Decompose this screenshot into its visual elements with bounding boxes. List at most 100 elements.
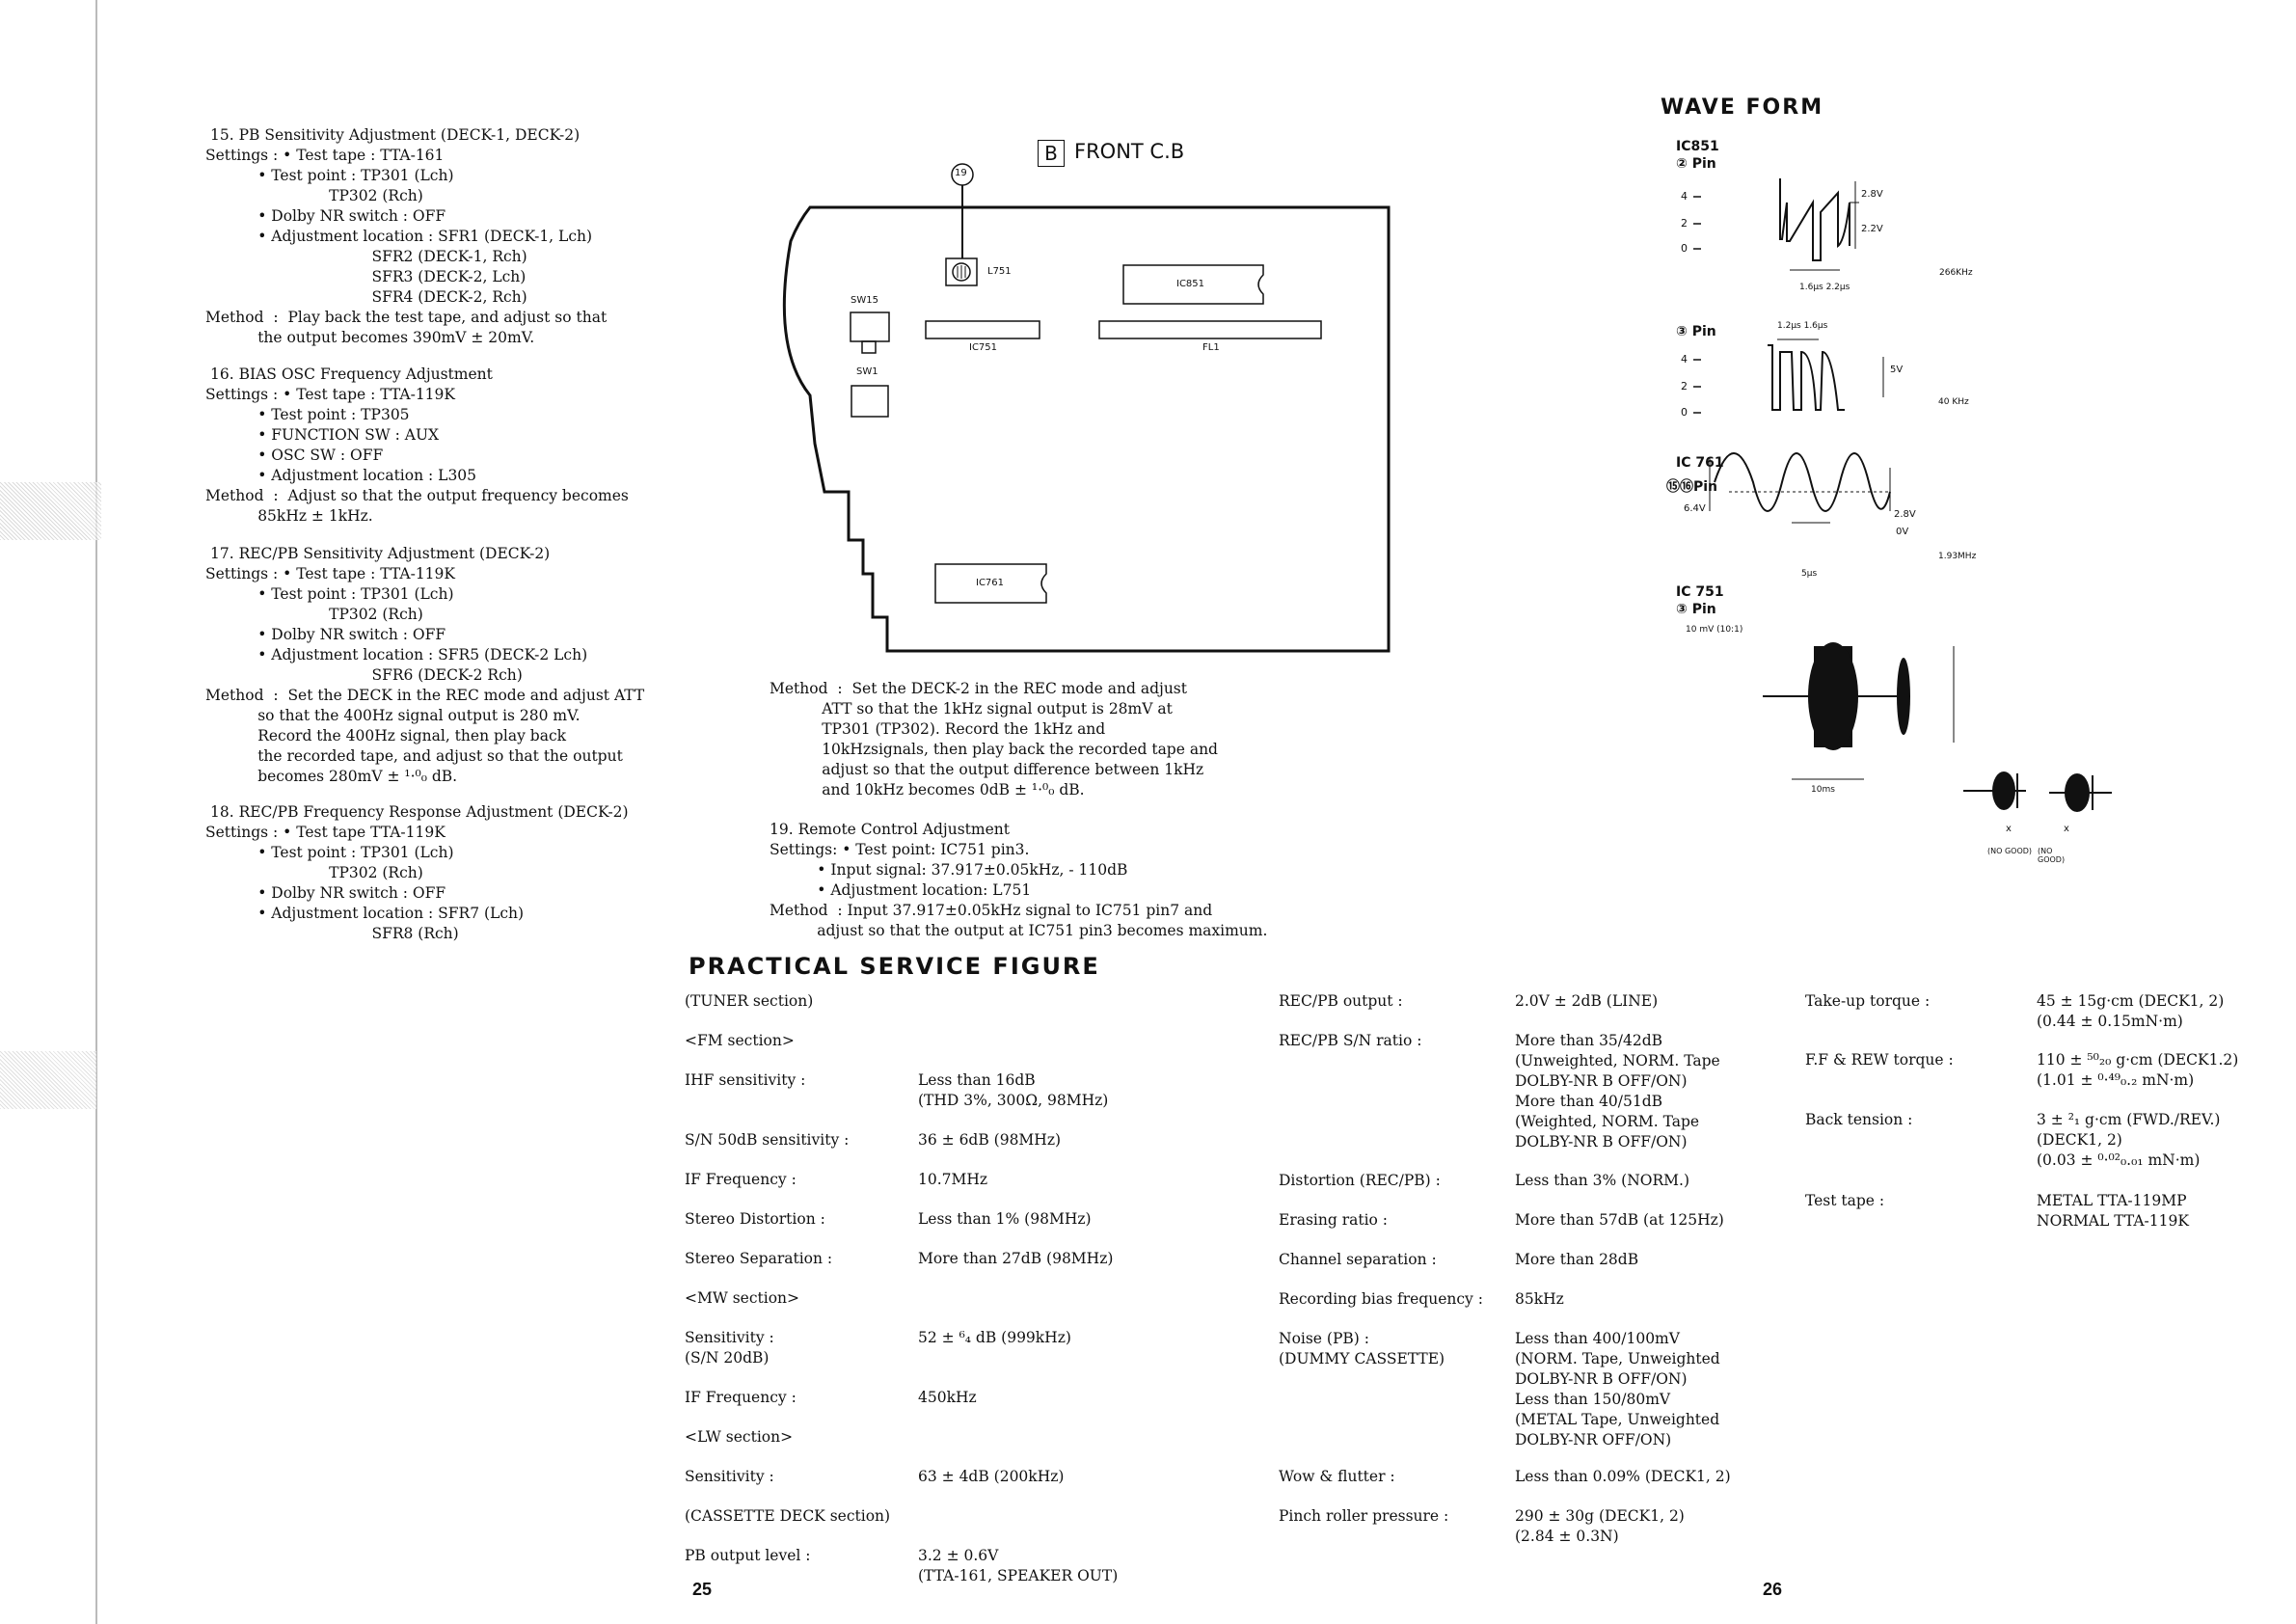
label-193mhz: 1.93MHz [1938, 552, 1977, 561]
spec-label: Back tension : [1805, 1111, 1913, 1128]
label-x2: x [2064, 824, 2069, 834]
spec-label: Take-up torque : [1805, 992, 1931, 1010]
wave-form-figure: IC851 ② Pin 4 2 0 2.8V 2.2V 266KHz 1.6μs… [1666, 135, 2071, 868]
axis-4: 4 [1681, 190, 1688, 203]
no-good-sample-2-icon [2049, 773, 2112, 812]
spec-label: IHF sensitivity : [685, 1071, 806, 1089]
spec-label: Pinch roller pressure : [1279, 1507, 1449, 1525]
scan-speckle [0, 482, 101, 540]
label-40khz: 40 KHz [1938, 397, 1969, 407]
spec-value: Less than 3% (NORM.) [1515, 1172, 1690, 1189]
spec-value: More than 27dB (98MHz) [918, 1250, 1114, 1267]
spec-value: 45 ± 15g·cm (DECK1, 2) (0.44 ± 0.15mN·m) [2037, 992, 2225, 1030]
page-number-right: 26 [1763, 1580, 1783, 1599]
label-sw1: SW1 [856, 366, 878, 377]
spec-value: 52 ± ⁶₄ dB (999kHz) [918, 1329, 1071, 1346]
label-scale: 10 mV (10:1) [1686, 625, 1743, 635]
axis-4b: 4 [1681, 353, 1688, 365]
waveforms [1693, 178, 2026, 810]
axis-2: 2 [1681, 217, 1688, 230]
spec-label: PB output level : [685, 1547, 811, 1564]
section-18-title: 18. REC/PB Frequency Response Adjustment… [210, 803, 629, 821]
spec-label: Erasing ratio : [1279, 1211, 1389, 1229]
label-pin3b: ③ Pin [1676, 602, 1716, 617]
psf-title: PRACTICAL SERVICE FIGURE [689, 953, 1100, 980]
label-t2: 1.2μs 1.6μs [1777, 321, 1828, 331]
spec-label: Stereo Separation : [685, 1250, 833, 1267]
board-diagram: B FRONT C.B 19 L751 IC851 SW15 IC751 FL1… [752, 135, 1427, 675]
label-pin2: ② Pin [1676, 156, 1716, 172]
label-ic761: IC 761 [1676, 455, 1724, 471]
axis-0: 0 [1681, 242, 1688, 255]
axis-2b: 2 [1681, 380, 1688, 392]
section-18-body: Settings : • Test tape TTA-119K • Test p… [205, 824, 525, 942]
spec-label: REC/PB S/N ratio : [1279, 1032, 1422, 1049]
spec-label: (CASSETTE DECK section) [685, 1507, 891, 1525]
spec-value: 36 ± 6dB (98MHz) [918, 1131, 1062, 1149]
spec-value: 63 ± 4dB (200kHz) [918, 1468, 1065, 1485]
spec-value: Less than 0.09% (DECK1, 2) [1515, 1468, 1731, 1485]
spec-value: 450kHz [918, 1389, 977, 1406]
spec-value: More than 57dB (at 125Hz) [1515, 1211, 1724, 1229]
section-16-title: 16. BIAS OSC Frequency Adjustment [210, 365, 493, 383]
label-10ms: 10ms [1811, 785, 1835, 795]
spec-label: <MW section> [685, 1289, 800, 1307]
spec-label: Wow & flutter : [1279, 1468, 1395, 1485]
label-ic751: IC751 [969, 342, 998, 353]
label-64v: 6.4V [1684, 503, 1706, 514]
spec-value: 3 ± ²₁ g·cm (FWD./REV.) (DECK1, 2) (0.03… [2037, 1111, 2221, 1169]
label-266khz: 266KHz [1939, 268, 1973, 278]
label-pin3: ③ Pin [1676, 324, 1716, 339]
spec-value: 85kHz [1515, 1290, 1564, 1308]
label-nogood2: (NO GOOD) [2038, 847, 2066, 864]
spec-label: S/N 50dB sensitivity : [685, 1131, 850, 1149]
section-15-body: Settings : • Test tape : TTA-161 • Test … [205, 147, 608, 346]
label-28v: 2.8V [1861, 189, 1883, 200]
label-0v: 0V [1896, 527, 1909, 537]
method-deck2: Method : Set the DECK-2 in the REC mode … [770, 680, 1218, 798]
section-17-title: 17. REC/PB Sensitivity Adjustment (DECK-… [210, 545, 551, 562]
label-28v-b: 2.8V [1894, 509, 1916, 520]
label-pin1516: ⑮⑯Pin [1666, 479, 1718, 495]
spec-value: 2.0V ± 2dB (LINE) [1515, 992, 1659, 1010]
spec-value: METAL TTA-119MP NORMAL TTA-119K [2037, 1192, 2189, 1230]
spec-value: 3.2 ± 0.6V (TTA-161, SPEAKER OUT) [918, 1547, 1119, 1584]
spec-label: (TUNER section) [685, 992, 814, 1010]
axis-0b: 0 [1681, 406, 1688, 419]
spec-value: More than 35/42dB (Unweighted, NORM. Tap… [1515, 1032, 1720, 1150]
spec-value: 10.7MHz [918, 1171, 988, 1188]
spec-label: IF Frequency : [685, 1171, 797, 1188]
spec-value: 110 ± ⁵⁰₂₀ g·cm (DECK1.2) (1.01 ± ⁰·⁴⁹₀.… [2037, 1051, 2239, 1089]
label-ic761: IC761 [976, 578, 1005, 588]
label-ic851: IC851 [1176, 279, 1205, 289]
spec-label: Channel separation : [1279, 1251, 1437, 1268]
label-fl1: FL1 [1202, 342, 1220, 353]
wave-form-title: WAVE FORM [1661, 95, 1824, 120]
spec-label: Test tape : [1805, 1192, 1885, 1209]
label-ic851: IC851 [1676, 139, 1719, 154]
label-l751: L751 [987, 266, 1012, 277]
label-22v: 2.2V [1861, 224, 1883, 234]
label-t1: 1.6μs 2.2μs [1799, 283, 1850, 292]
section-19: 19. Remote Control Adjustment Settings: … [770, 821, 1268, 939]
spec-label: REC/PB output : [1279, 992, 1403, 1010]
binding-line [95, 0, 97, 1624]
spec-value: More than 28dB [1515, 1251, 1639, 1268]
spec-label: <LW section> [685, 1428, 794, 1446]
spec-label: Noise (PB) : (DUMMY CASSETTE) [1279, 1330, 1445, 1367]
spec-label: Sensitivity : (S/N 20dB) [685, 1329, 774, 1367]
spec-label: Recording bias frequency : [1279, 1290, 1483, 1308]
board-outline [782, 163, 1391, 653]
board-label-box: B [1038, 140, 1065, 167]
section-17-body: Settings : • Test tape : TTA-119K • Test… [205, 565, 645, 785]
label-5us: 5μs [1801, 569, 1818, 579]
label-sw15: SW15 [851, 295, 878, 306]
section-16-body: Settings : • Test tape : TTA-119K • Test… [205, 386, 629, 525]
spec-value: 290 ± 30g (DECK1, 2) (2.84 ± 0.3N) [1515, 1507, 1685, 1545]
spec-value: Less than 1% (98MHz) [918, 1210, 1092, 1228]
marker-19: 19 [955, 168, 967, 178]
page-number-left: 25 [692, 1580, 713, 1599]
label-nogood1: (NO GOOD) [1987, 847, 2033, 855]
spec-label: F.F & REW torque : [1805, 1051, 1954, 1069]
spec-label: <FM section> [685, 1032, 795, 1049]
